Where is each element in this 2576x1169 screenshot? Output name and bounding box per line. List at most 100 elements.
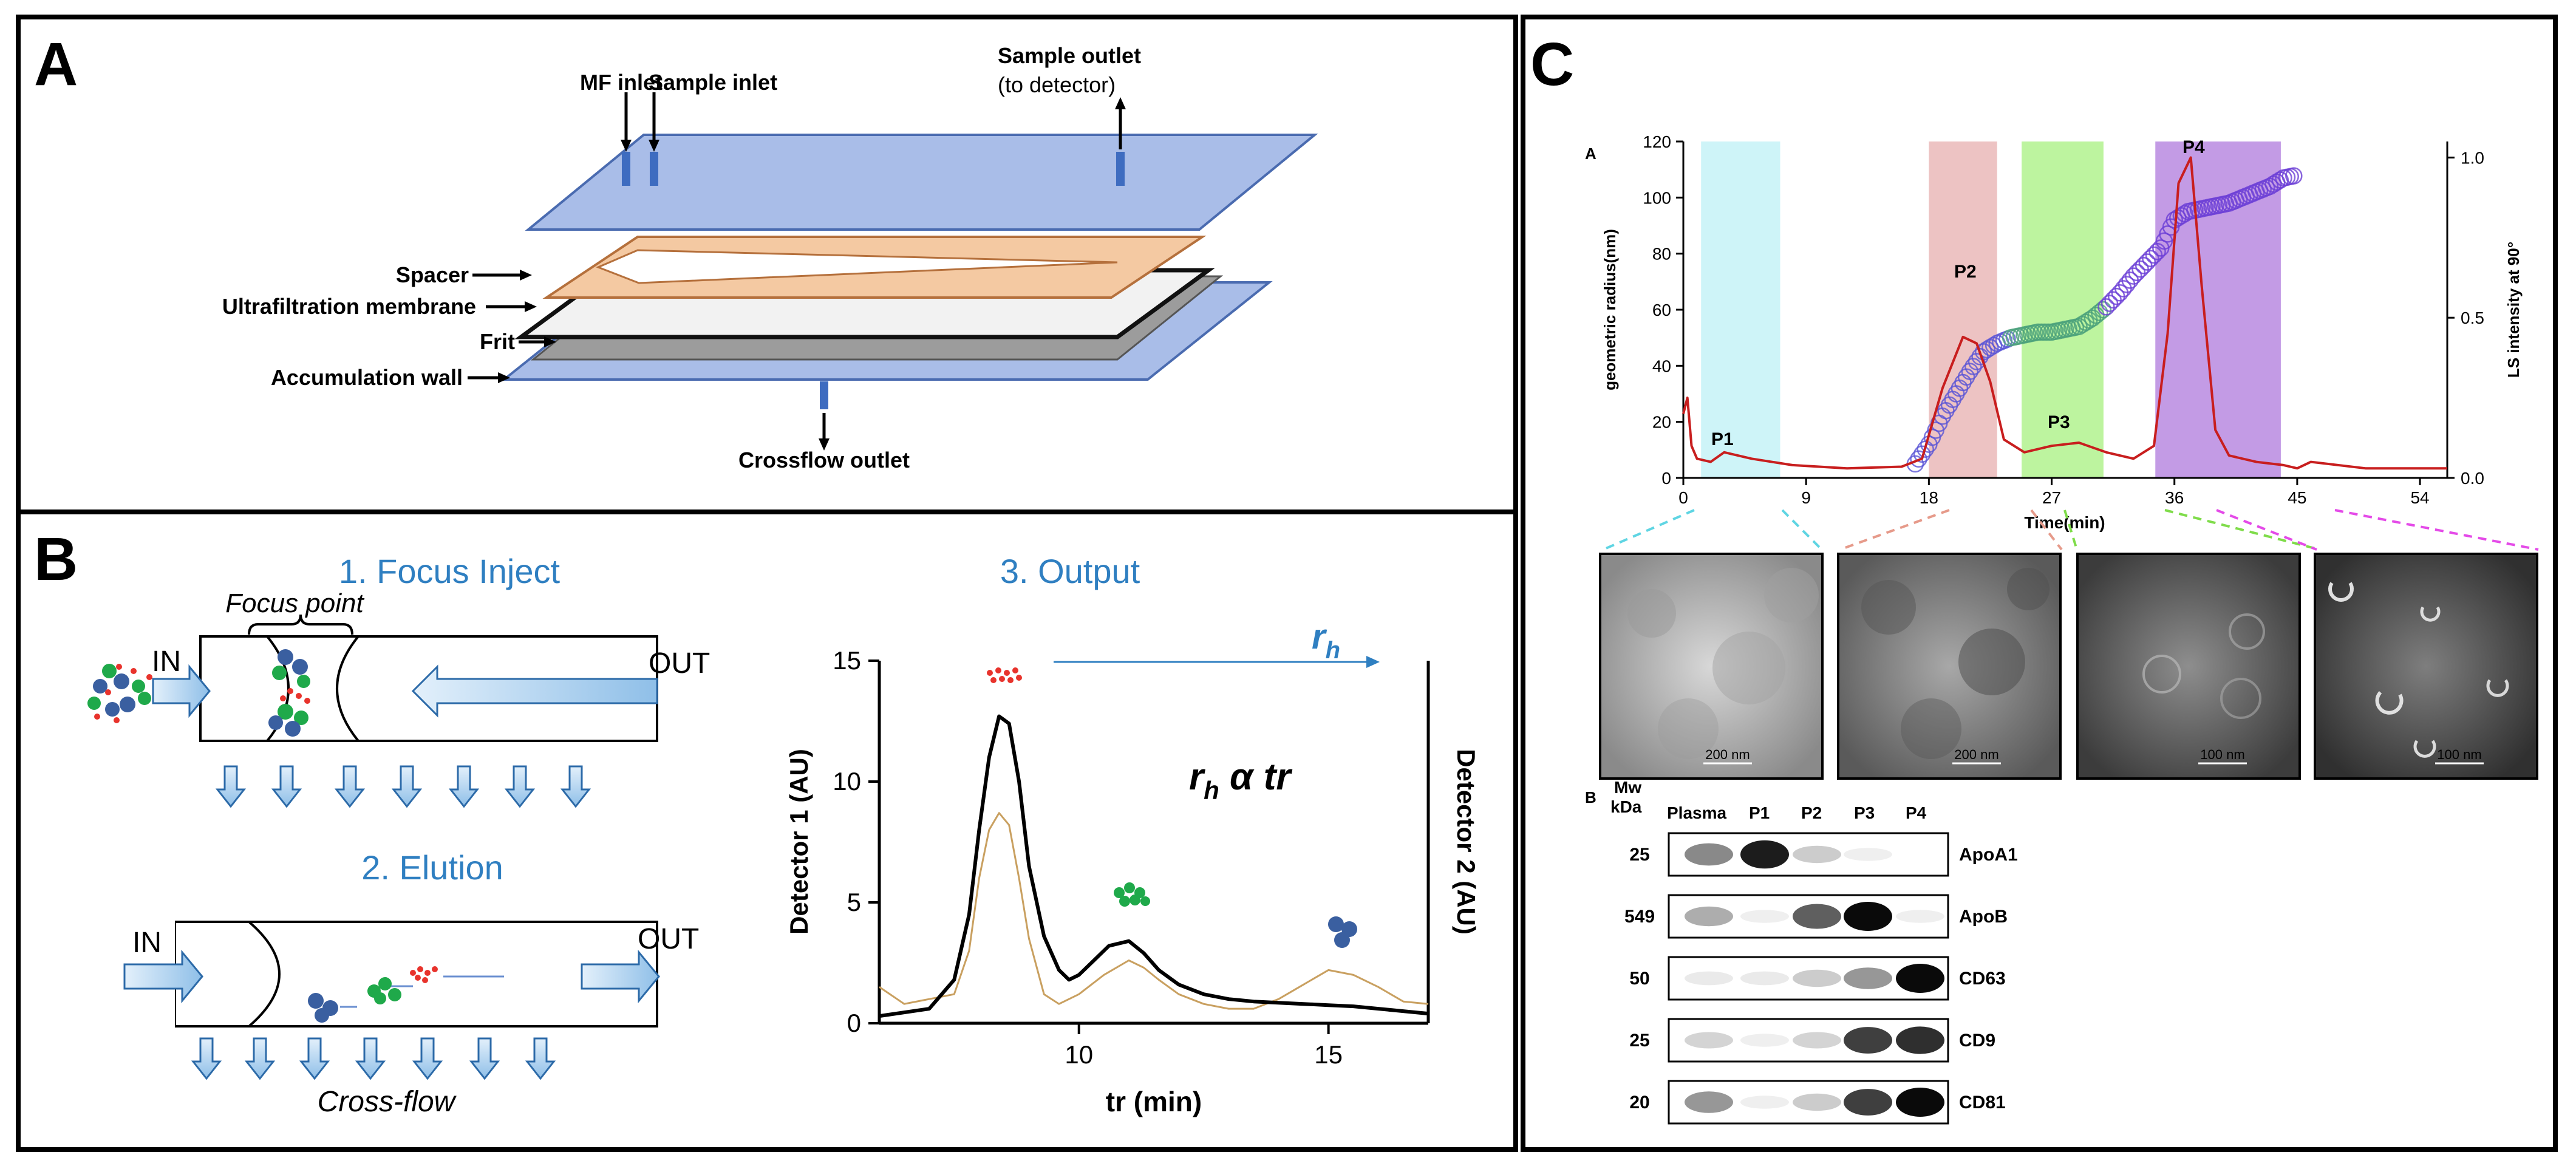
blot-band [1740,1034,1789,1047]
blot-col-p1: P1 [1749,803,1770,822]
fraction-band-p4 [2155,141,2281,478]
peak-marker-blue [1328,916,1357,948]
panel-b: B 1. Focus Inject 3. Output 2. Elution F… [34,525,1481,1118]
focus-right-wall [336,635,359,742]
blot-band [1844,848,1892,861]
x-tick-label: 18 [1920,488,1938,507]
focus-crossflow-arrows [215,765,591,808]
x-tick-label: 9 [1801,488,1811,507]
membrane-label: Ultrafiltration membrane [222,294,476,319]
em-scale-p4: 100 nm [2437,747,2481,762]
crossflow-outlet-label: Crossflow outlet [738,448,910,472]
spacer-label: Spacer [396,262,469,287]
blot-band [1896,1026,1944,1054]
mf-inlet-label: MF inlet [580,70,663,95]
radius-point [2097,298,2115,316]
blot-protein-name: CD9 [1959,1031,1995,1051]
relation-r: r [1189,756,1205,798]
top-plate [525,134,1318,231]
radius-point [1961,363,1979,380]
peak-label-p4: P4 [2182,137,2205,157]
blot-band [1685,906,1733,927]
blot-mw-value: 20 [1629,1092,1649,1113]
output-title: 3. Output [1000,552,1140,590]
radius-point [2285,167,2303,185]
spacer-channel [596,249,1118,284]
to-detector-label: (to detector) [998,72,1116,97]
blot-protein-name: ApoA1 [1959,845,2018,865]
subpanel-a-label: A [1585,145,1596,163]
peak-label-p1: P1 [1711,429,1734,449]
y-tick-label: 120 [1643,132,1671,151]
focus-point-label: Focus point [225,588,364,618]
blot-protein-name: ApoB [1959,907,2008,927]
blot-band [1844,1089,1892,1116]
radius-point [2128,264,2146,282]
em-image-p1: 200 nm [1599,553,1824,780]
y-tick-label: 15 [833,646,861,675]
y-tick-label: 5 [847,888,861,916]
elution-out-arrow [581,949,660,1004]
radius-point [2142,250,2159,267]
radius-point [1968,353,1986,370]
relation-rest: α tr [1219,756,1293,798]
y-axis-title: geometric radius(nm) [1601,229,1619,390]
blot-band [1793,904,1841,929]
em-scale-p2: 200 nm [1954,747,1998,762]
focused-particle-band [268,649,310,737]
relation-label: rh α tr [1189,756,1292,805]
blot-band [1740,840,1789,869]
y-tick-label: 40 [1652,356,1671,375]
y-tick-label: 60 [1652,301,1671,319]
x-tick-label: 45 [2288,488,2306,507]
y2-tick-label: 1.0 [2461,148,2484,167]
elution-in-arrow [123,949,203,1004]
blot-band [1740,1096,1789,1109]
peak-label-p3: P3 [2048,412,2070,432]
elution-out-label: OUT [638,923,699,955]
blot-col-p4: P4 [1906,803,1927,822]
panel-a-letter: A [34,30,78,98]
y-tick-label: 80 [1652,245,1671,264]
x-tick-label: 27 [2042,488,2061,507]
accumulation-wall-label: Accumulation wall [271,365,463,390]
blot-band [1844,902,1892,931]
x-tick-label: 0 [1678,488,1688,507]
rh-label: rh [1312,617,1340,664]
rh-arrowhead [1366,656,1380,668]
blot-band [1685,843,1733,866]
y2-axis-title: Detector 2 (AU) [1452,749,1481,935]
y-tick-label: 0 [847,1009,861,1037]
detector2-trace [879,812,1429,1010]
blot-col-p2: P2 [1801,803,1822,822]
x-tick-label: 36 [2165,488,2184,507]
blot-band [1793,969,1841,987]
mf-inlet-port [622,152,630,186]
em-scale-p3: 100 nm [2200,747,2244,762]
radius-point [2125,267,2142,285]
blot-band [1844,1027,1892,1054]
panel-c-frame [1521,15,2558,1152]
em-image-p3: 100 nm [2076,553,2301,780]
x-tick-label: 15 [1314,1040,1343,1069]
radius-point [2131,260,2149,278]
x-axis-title: Time(min) [2024,513,2105,532]
ls-intensity-trace [1682,156,2447,470]
elution-in-label: IN [132,927,162,959]
blot-band [1740,910,1789,923]
fraction-connectors [1603,509,2539,551]
y2-tick-label: 0.0 [2461,469,2484,488]
rh-sub: h [1326,637,1340,664]
panel-a: A [34,30,1318,472]
relation-sub: h [1204,776,1219,805]
detector1-trace [879,714,1429,1018]
y-tick-label: 10 [833,767,861,796]
x-tick-label: 10 [1065,1040,1093,1069]
blot-mw-value: 25 [1629,845,1649,865]
blot-mw-value: 25 [1629,1031,1649,1051]
